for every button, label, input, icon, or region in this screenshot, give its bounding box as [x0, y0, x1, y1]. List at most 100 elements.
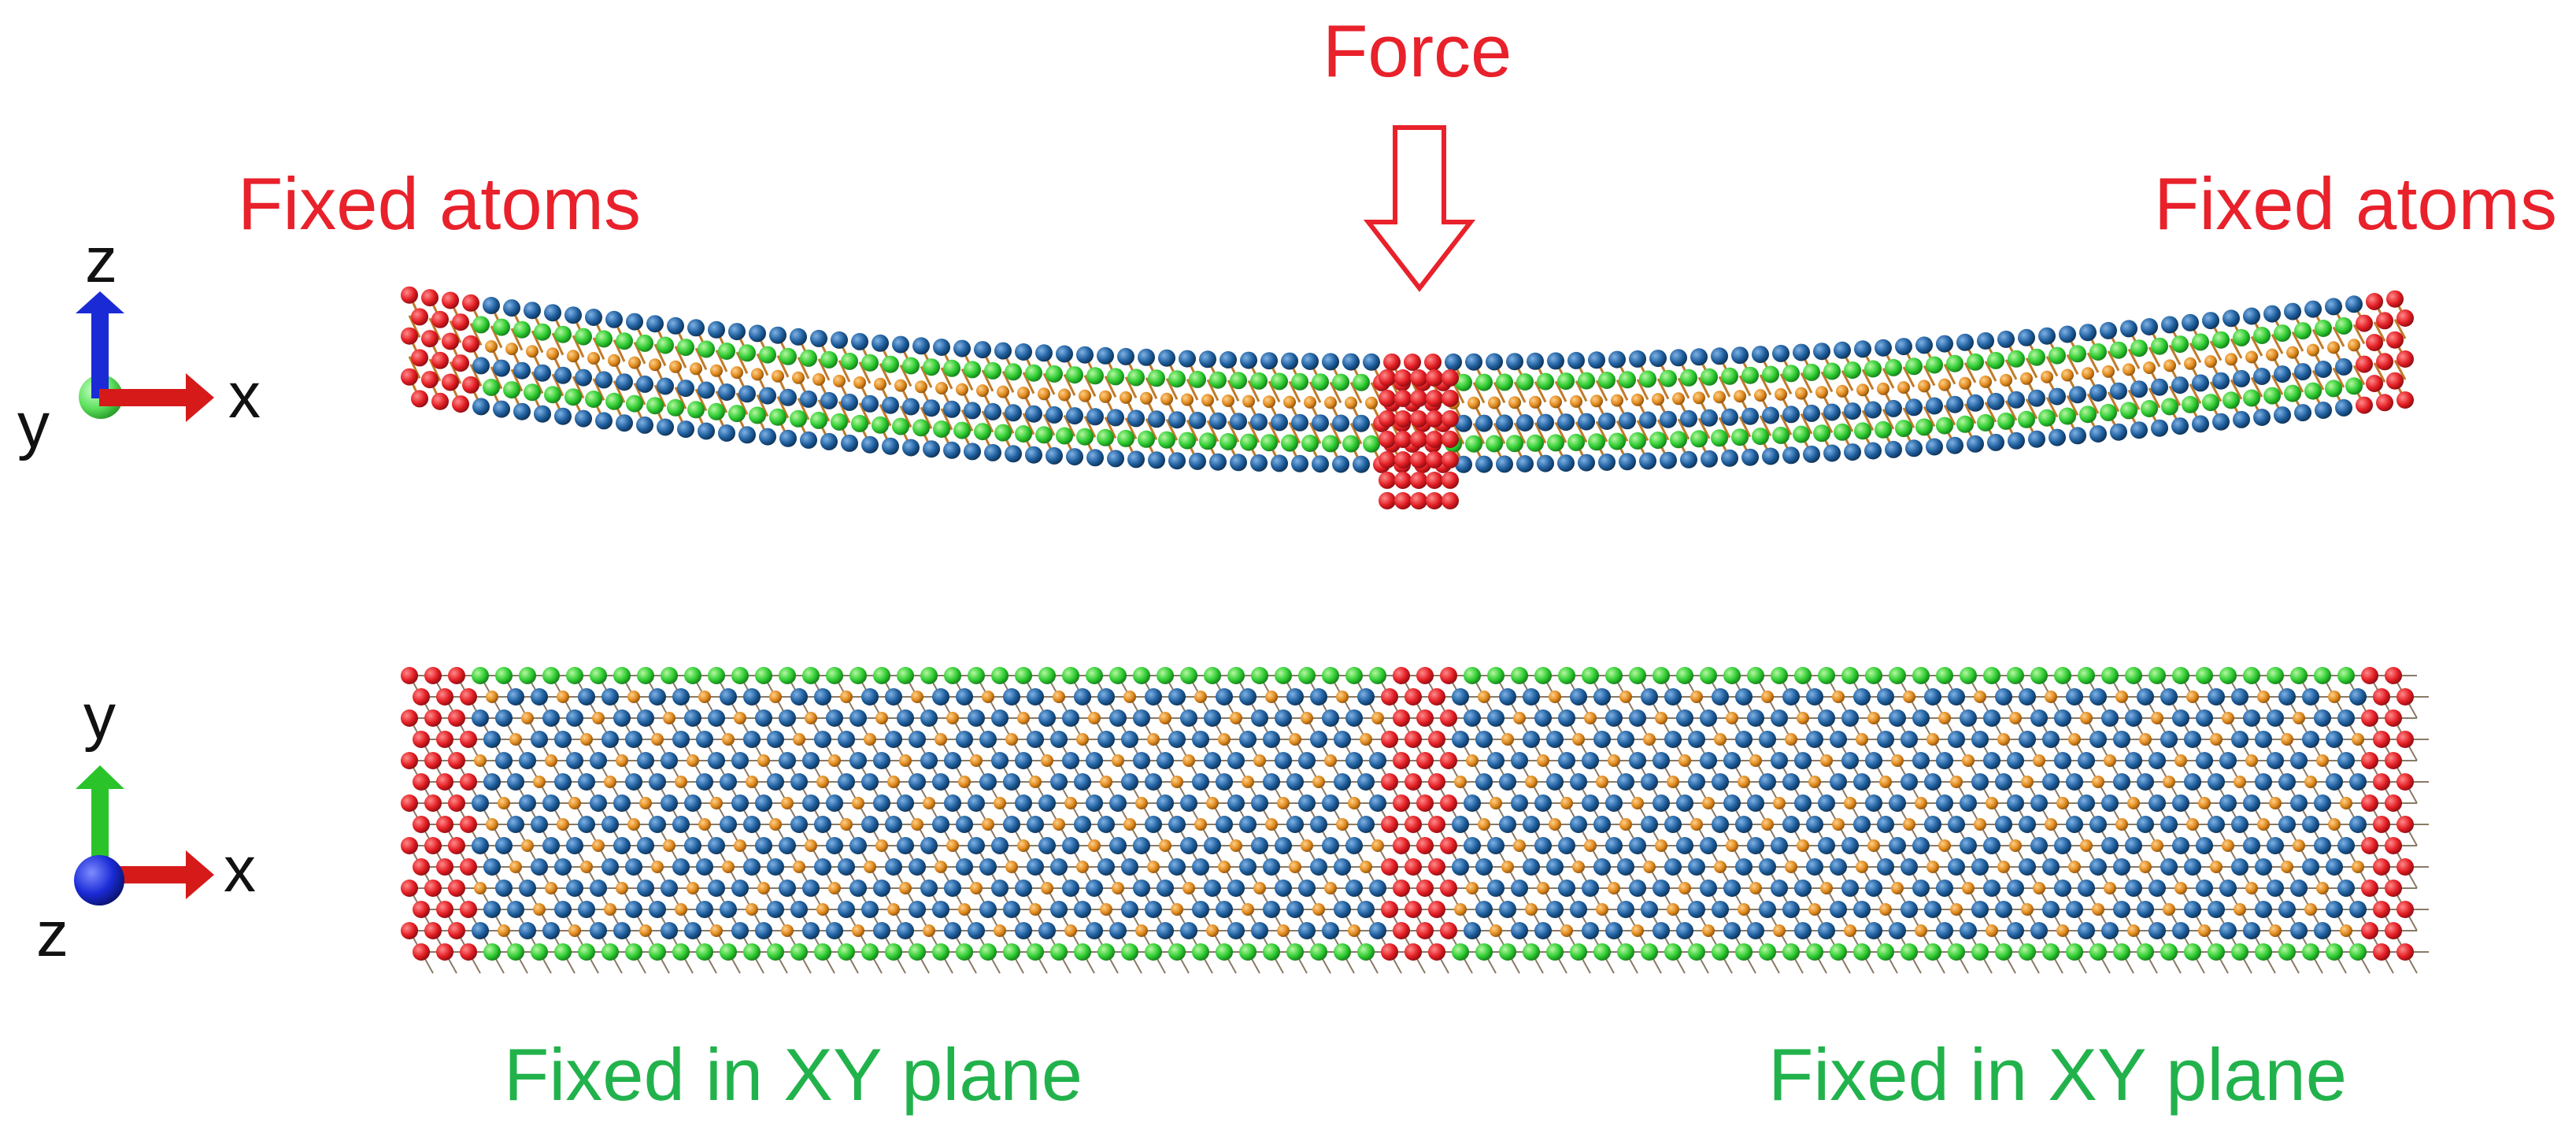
green-atom — [2231, 943, 2248, 961]
red-atom — [1393, 752, 1410, 769]
red-atom — [1394, 451, 1412, 469]
blue-atom — [1487, 880, 1505, 897]
green-atom — [1723, 667, 1741, 684]
blue-atom — [1844, 402, 1861, 420]
green-atom — [2208, 943, 2225, 961]
orange-atom — [1017, 839, 1030, 852]
blue-atom — [1452, 816, 1469, 833]
blue-atom — [1062, 752, 1079, 769]
orange-atom — [1017, 387, 1030, 399]
blue-atom — [1688, 858, 1705, 876]
bond — [2393, 318, 2407, 339]
green-atom — [1639, 370, 1656, 388]
red-atom — [1440, 794, 1457, 812]
orange-atom — [1147, 733, 1160, 746]
blue-atom — [2349, 773, 2367, 791]
blue-atom — [613, 837, 631, 854]
blue-atom — [1956, 333, 1974, 351]
orange-atom — [1693, 391, 1705, 405]
green-atom — [920, 667, 938, 684]
blue-atom — [2196, 837, 2213, 854]
blue-atom — [1291, 413, 1308, 431]
orange-atom — [1201, 394, 1214, 407]
green-atom — [2172, 667, 2189, 684]
orange-atom — [1123, 818, 1136, 831]
red-atom — [413, 943, 430, 961]
blue-atom — [1905, 439, 1923, 457]
green-atom — [810, 411, 827, 429]
fixed-xy-left-label: Fixed in XY plane — [504, 1033, 1083, 1116]
green-atom — [1086, 667, 1103, 684]
red-atom — [2356, 396, 2373, 414]
blue-atom — [1641, 901, 1658, 918]
blue-atom — [1901, 773, 1918, 791]
green-atom — [2066, 943, 2083, 961]
orange-atom — [2328, 818, 2341, 831]
orange-atom — [669, 360, 682, 373]
blue-atom — [1275, 752, 1292, 769]
blue-atom — [1179, 350, 1196, 368]
green-atom — [1157, 667, 1174, 684]
green-atom — [902, 357, 920, 375]
orange-atom — [1181, 393, 1194, 406]
bond — [899, 364, 912, 387]
orange-atom — [1206, 924, 1219, 937]
bond — [2332, 326, 2345, 347]
blue-atom — [636, 375, 653, 393]
blue-atom — [1475, 773, 1493, 791]
blue-atom — [1759, 901, 1776, 918]
blue-atom — [1948, 731, 1965, 748]
blue-atom — [1960, 709, 1977, 727]
blue-atom — [1723, 880, 1741, 897]
blue-atom — [1983, 752, 2000, 769]
green-atom — [984, 361, 1001, 380]
blue-atom — [1735, 858, 1752, 876]
blue-atom — [912, 337, 930, 355]
green-atom — [1967, 353, 1984, 371]
orange-atom — [1100, 776, 1112, 788]
blue-atom — [1286, 773, 1304, 791]
bond — [1800, 413, 1813, 435]
blue-atom — [2219, 752, 2237, 769]
blue-atom — [2049, 428, 2066, 446]
blue-atom — [495, 880, 513, 897]
blue-atom — [826, 709, 843, 727]
blue-atom — [861, 394, 879, 413]
blue-atom — [2278, 773, 2296, 791]
green-atom — [1782, 943, 1800, 961]
orange-atom — [2234, 903, 2246, 916]
green-atom — [1527, 434, 1544, 452]
blue-atom — [1499, 773, 1516, 791]
green-atom — [613, 667, 631, 684]
blue-atom — [1794, 880, 1812, 897]
orange-atom — [1222, 394, 1234, 407]
blue-atom — [2101, 837, 2119, 854]
blue-atom — [1818, 709, 1835, 727]
blue-atom — [814, 731, 831, 748]
blue-atom — [991, 837, 1009, 854]
orange-atom — [1348, 797, 1360, 809]
bond — [408, 356, 421, 380]
bond — [2086, 393, 2100, 414]
green-atom — [909, 943, 926, 961]
blue-atom — [1310, 731, 1327, 748]
blue-atom — [542, 922, 560, 939]
blue-atom — [1263, 901, 1280, 918]
blue-atom — [2294, 363, 2311, 381]
blue-atom — [767, 901, 784, 918]
blue-atom — [483, 297, 500, 314]
blue-atom — [2223, 309, 2240, 328]
red-atom — [1393, 837, 1410, 854]
blue-atom — [649, 773, 666, 791]
blue-atom — [2219, 880, 2237, 897]
blue-atom — [1230, 454, 1247, 472]
red-atom — [1416, 709, 1434, 727]
blue-atom — [1281, 352, 1298, 370]
orange-atom — [1242, 903, 1254, 916]
blue-atom — [1664, 731, 1682, 748]
blue-atom — [2007, 922, 2024, 939]
blue-atom — [1015, 880, 1032, 897]
green-atom — [1759, 943, 1776, 961]
orange-atom — [2127, 924, 2140, 937]
blue-atom — [779, 752, 796, 769]
